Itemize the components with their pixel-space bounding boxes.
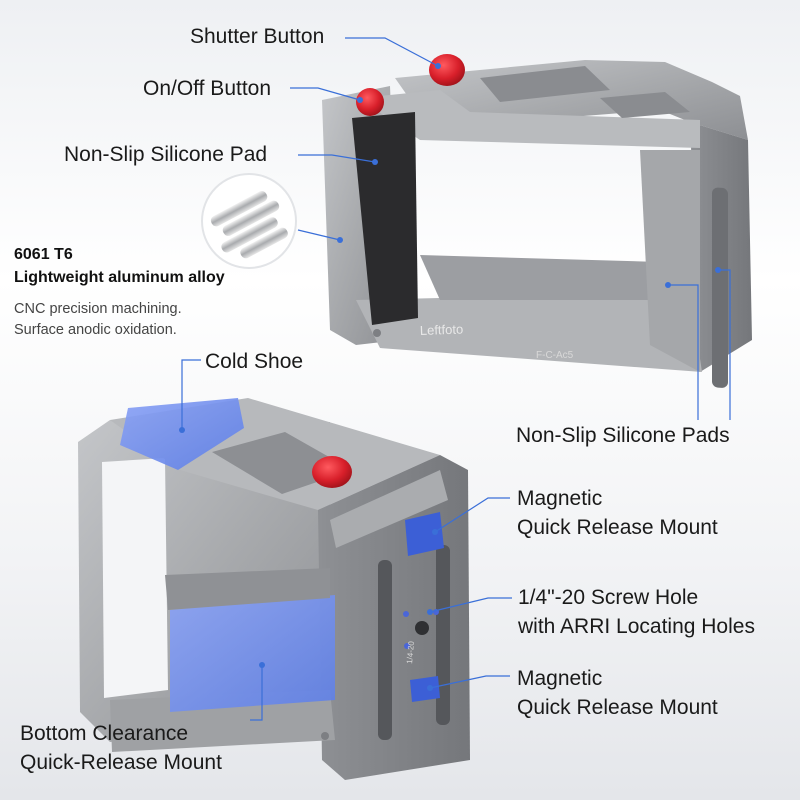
bottom-cage: 1/4-20	[78, 398, 470, 780]
bottom-clearance-line1: Bottom Clearance	[20, 722, 189, 745]
shutter-button-label: Shutter Button	[190, 25, 325, 48]
cold-shoe-label: Cold Shoe	[205, 350, 304, 373]
screw-marking: 1/4-20	[405, 640, 416, 664]
silicone-pads-label: Non-Slip Silicone Pads	[516, 424, 730, 447]
aluminum-rods-inset	[201, 173, 297, 269]
model-engraving: F-C-Ac5	[536, 350, 574, 361]
top-cage: Leftfoto F-C-Ac5	[322, 54, 752, 388]
process-anodic: Surface anodic oxidation.	[14, 322, 177, 338]
magnetic-bottom-line2: Quick Release Mount	[517, 696, 718, 719]
magnetic-bottom-line1: Magnetic	[517, 667, 603, 690]
screw-hole-line1: 1/4"-20 Screw Hole	[518, 586, 699, 609]
magnetic-top-line2: Quick Release Mount	[517, 516, 718, 539]
silicone-pad-label: Non-Slip Silicone Pad	[64, 143, 268, 166]
callout-lines	[179, 37, 731, 721]
alloy-material: Lightweight aluminum alloy	[14, 269, 225, 286]
bottom-clearance-line2: Quick-Release Mount	[20, 751, 222, 774]
process-cnc: CNC precision machining.	[14, 301, 182, 317]
brand-engraving: Leftfoto	[420, 321, 464, 338]
onoff-button-label: On/Off Button	[143, 77, 272, 100]
screw-hole-line2: with ARRI Locating Holes	[518, 615, 755, 638]
alloy-grade: 6061 T6	[14, 246, 73, 263]
magnetic-top-line1: Magnetic	[517, 487, 603, 510]
